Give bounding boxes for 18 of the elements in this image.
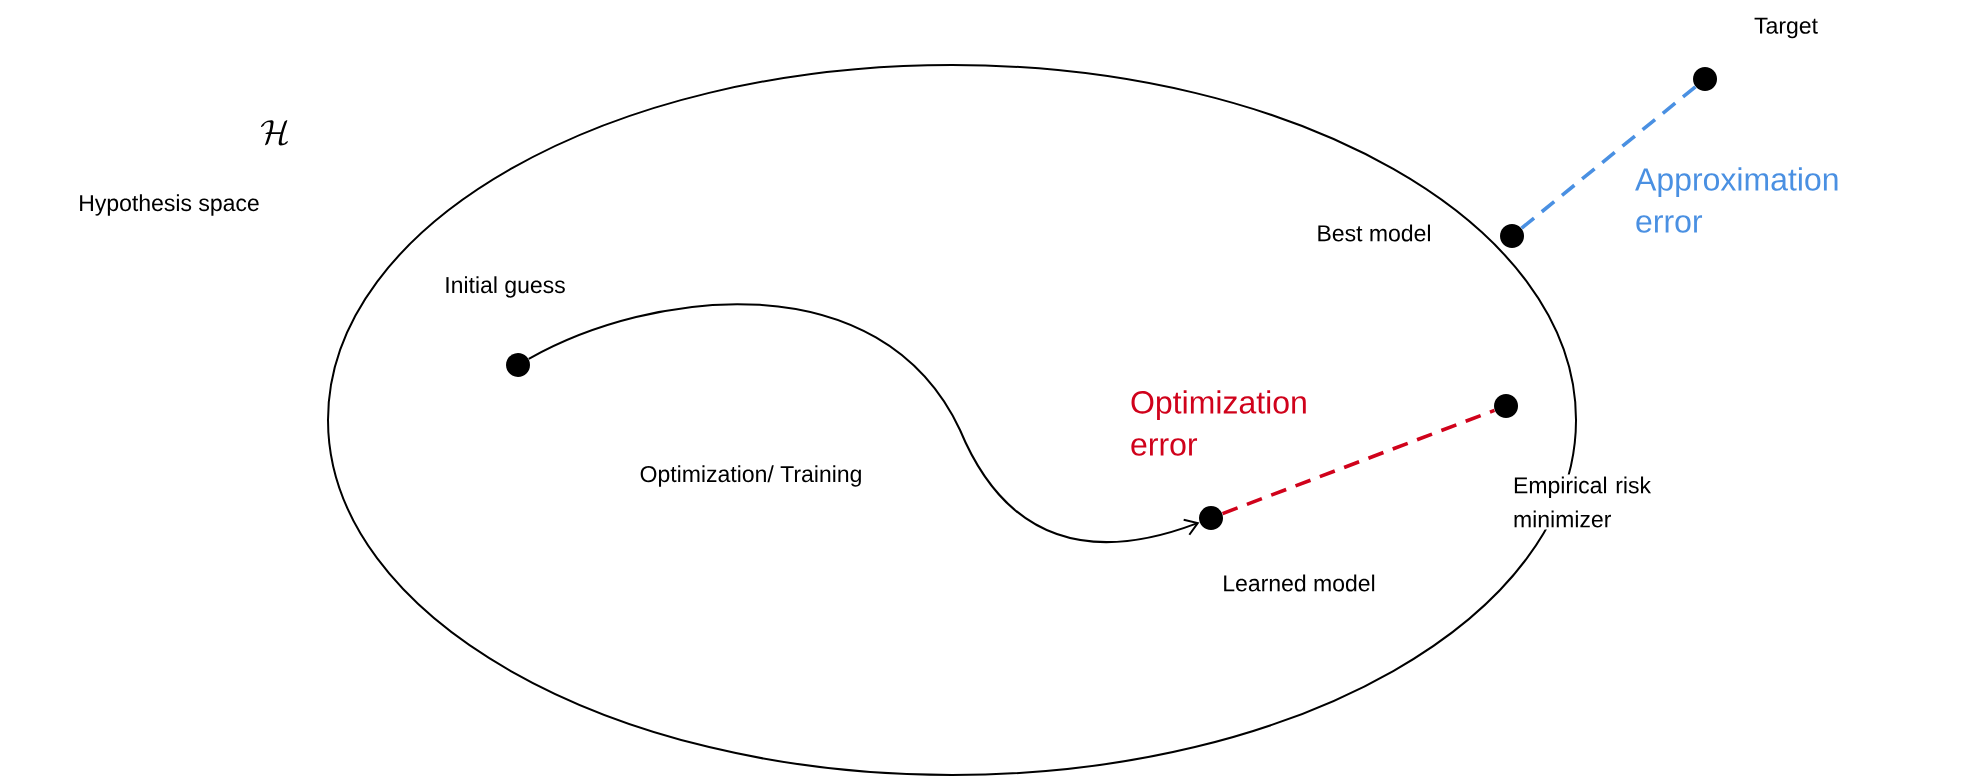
curved-arrow: [527, 303, 1200, 544]
point-label: Initial guess: [446, 276, 565, 298]
point-label: Best model: [1318, 224, 1430, 242]
point-dot: [1693, 67, 1717, 91]
point-label: Learned model: [1224, 574, 1375, 592]
point-label: Empirical risk minimizer: [1511, 474, 1659, 530]
edge-label: Optimization/ Training: [640, 465, 861, 487]
point-dot: [1199, 506, 1223, 530]
edge-label: Approximation error: [1635, 167, 1838, 233]
dashed-line: [1520, 85, 1697, 230]
dashed-line: [1221, 408, 1496, 516]
point-label: Target: [1754, 17, 1818, 39]
point-dot: [1494, 394, 1518, 418]
hypothesis-symbol: $\mathcal{H}$: [260, 120, 288, 146]
point-dot: [1500, 224, 1524, 248]
point-dot: [506, 353, 530, 377]
node-label: Hypothesis space: [80, 194, 259, 216]
edge-label: Optimization error: [1131, 390, 1306, 456]
